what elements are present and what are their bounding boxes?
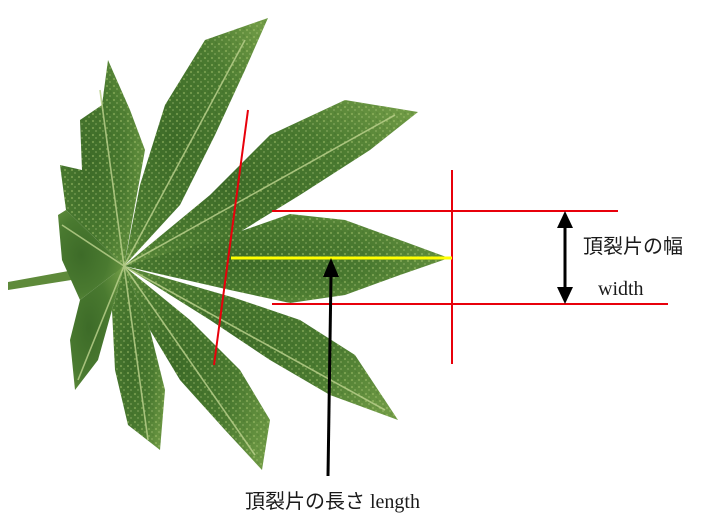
width-arrow-icon	[557, 211, 573, 304]
leaf-icon	[8, 18, 449, 470]
width-label-en: width	[598, 278, 644, 301]
length-label: 頂裂片の長さ length	[245, 485, 420, 514]
width-label-jp: 頂裂片の幅	[583, 230, 683, 259]
